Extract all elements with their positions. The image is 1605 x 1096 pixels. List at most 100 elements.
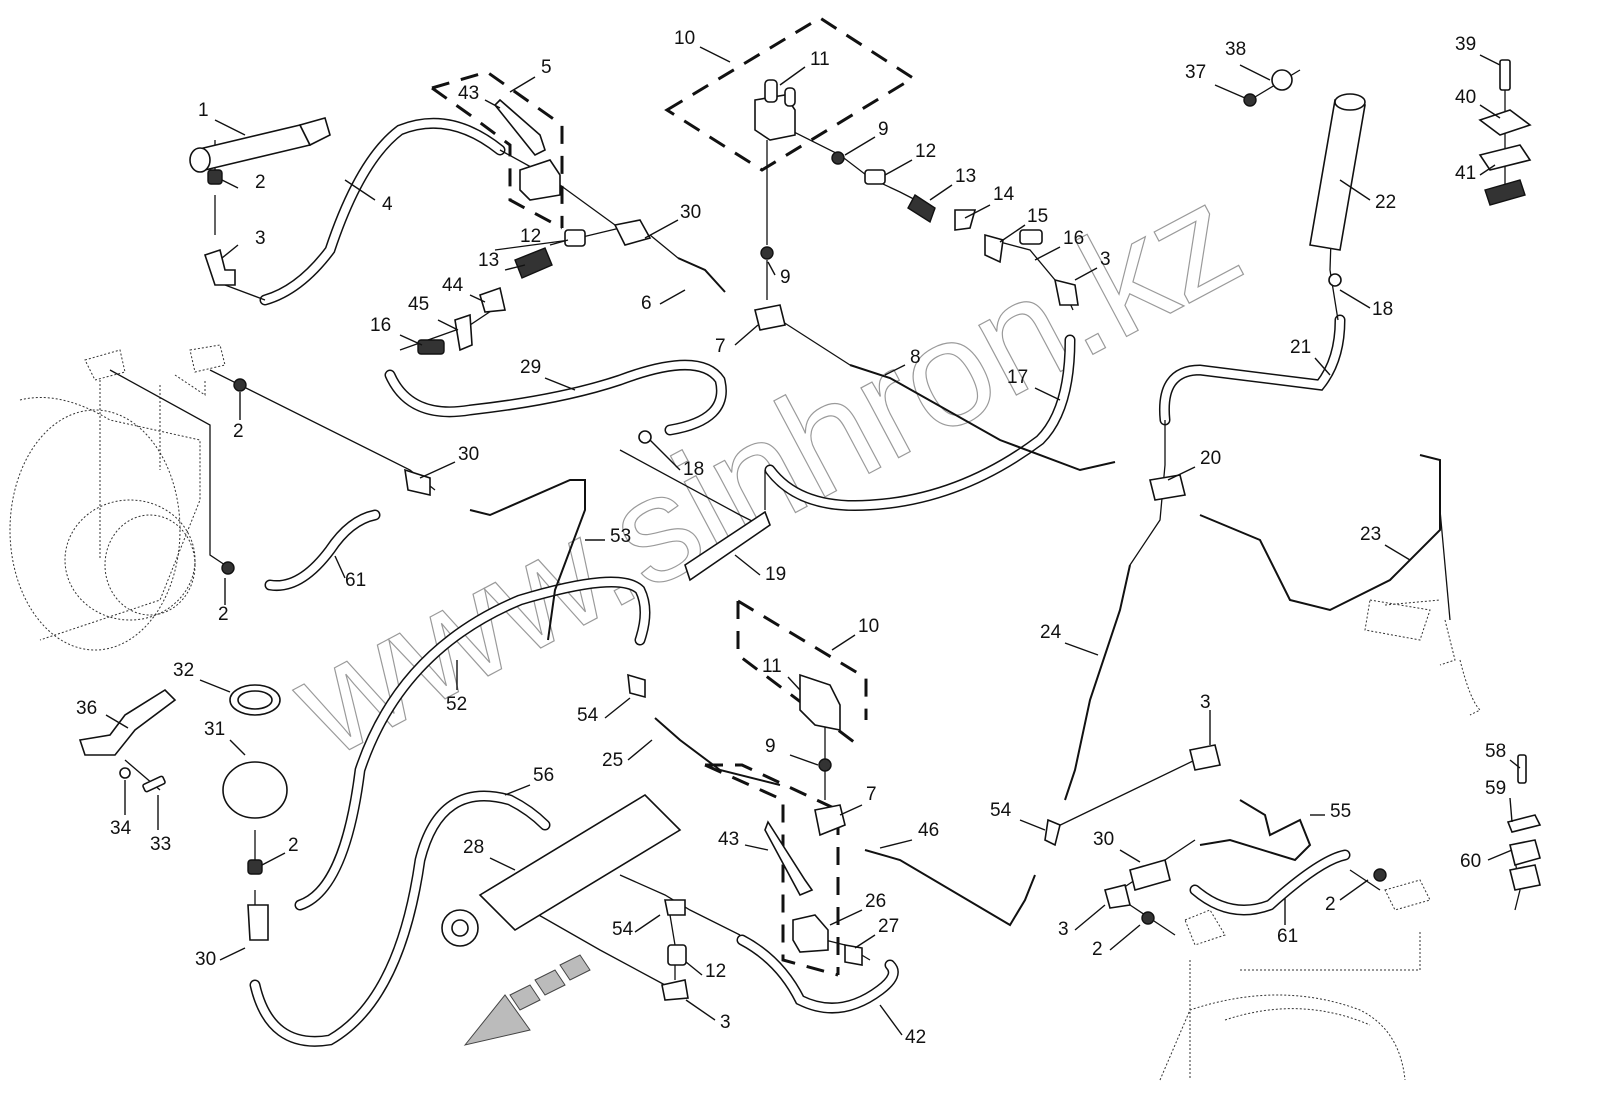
callout-leader-line [549,239,569,246]
callout-17: 17 [1007,367,1061,401]
callout-2: 2 [261,835,299,866]
callout-label: 8 [910,347,921,368]
callout-leader-line [1064,642,1099,656]
callout-40: 40 [1455,87,1501,119]
callout-leader-line [1509,759,1521,769]
callout-60: 60 [1460,849,1513,872]
callout-label: 30 [458,444,479,465]
callout-label: 53 [610,526,631,547]
callout-leader-line [219,947,246,961]
callout-label: 2 [218,604,229,625]
callout-label: 29 [520,357,541,378]
parts [78,59,1542,1001]
callout-label: 3 [1100,249,1111,270]
callout-label: 3 [1058,919,1069,940]
direction-arrow [463,954,591,1046]
callout-label: 3 [1200,692,1211,713]
callout-label: 30 [680,202,701,223]
callout-leader-line [854,934,876,949]
callout-leader-line [685,999,716,1021]
callout-label: 12 [520,226,541,247]
callout-53: 53 [585,526,631,547]
callout-label: 18 [1372,299,1393,320]
callout-label: 26 [865,891,886,912]
callout-30: 30 [419,444,479,479]
callout-leader-line [1074,904,1106,931]
callout-label: 42 [905,1027,926,1048]
callout-label: 61 [1277,926,1298,947]
callout-label: 25 [602,750,623,771]
callout-25: 25 [602,739,653,771]
callout-label: 31 [204,719,225,740]
callout-leader-line [344,179,376,201]
callout-leader-line [767,261,776,276]
callout-8: 8 [884,347,921,376]
callout-leader-line [229,739,246,756]
callout-leader-line [544,377,576,391]
callout-label: 6 [641,293,652,314]
callout-leader-line [1479,54,1501,66]
callout-label: 52 [446,694,467,715]
callout-leader-line [699,46,731,63]
callout-leader-line [1479,104,1501,119]
callout-label: 36 [76,698,97,719]
callout-leader-line [221,244,239,259]
callout-leader-line [829,909,863,926]
callout-label: 24 [1040,622,1062,643]
callout-label: 14 [993,184,1015,205]
callout-59: 59 [1485,778,1513,823]
callout-label: 54 [990,800,1012,821]
hoses [249,117,1351,1047]
callout-18: 18 [649,439,704,480]
callout-24: 24 [1040,622,1099,656]
callout-label: 17 [1007,367,1028,388]
callout-43: 43 [718,829,769,851]
callout-leader-line [1339,179,1371,201]
callout-leader-line [334,555,346,579]
callout-18: 18 [1339,289,1393,320]
callout-label: 3 [720,1012,731,1033]
callout-leader-line [504,784,531,796]
callout-leader-line [509,76,536,93]
callout-leader-line [1019,819,1046,831]
callout-label: 59 [1485,778,1506,799]
callout-30: 30 [644,202,701,239]
callout-1: 1 [198,100,246,136]
callout-leader-line [734,554,761,576]
callout-54: 54 [990,800,1046,831]
callout-label: 13 [955,166,976,187]
callout-leader-line [199,679,231,693]
callout-14: 14 [964,184,1015,219]
callout-13: 13 [929,166,976,201]
callout-58: 58 [1485,741,1521,769]
callout-13: 13 [478,250,526,271]
callout-leader-line [604,697,631,719]
callout-leader-line [399,334,423,346]
callout-label: 28 [463,837,484,858]
callout-leader-line [789,754,819,766]
callout-26: 26 [829,891,886,926]
callout-leader-line [649,439,681,471]
callout-label: 10 [858,616,879,637]
callout-label: 30 [1093,829,1114,850]
callout-30: 30 [1093,829,1141,863]
callout-label: 37 [1185,62,1206,83]
callout-label: 2 [255,172,266,193]
callout-label: 54 [612,919,634,940]
callout-12: 12 [884,141,936,176]
callout-leader-line [1239,64,1271,81]
callout-37: 37 [1185,62,1246,99]
callout-leader-line [105,714,129,729]
callout-label: 2 [233,421,244,442]
callout-6: 6 [641,289,686,314]
callout-32: 32 [173,660,231,693]
callout-label: 38 [1225,39,1246,60]
callout-3: 3 [1058,904,1106,940]
callout-leader-line [221,179,239,189]
callout-leader-line [831,634,856,651]
callout-label: 21 [1290,337,1311,358]
callout-label: 12 [915,141,936,162]
callout-label: 9 [780,267,791,288]
callout-leader-line [1167,466,1196,481]
callout-41: 41 [1455,163,1496,184]
